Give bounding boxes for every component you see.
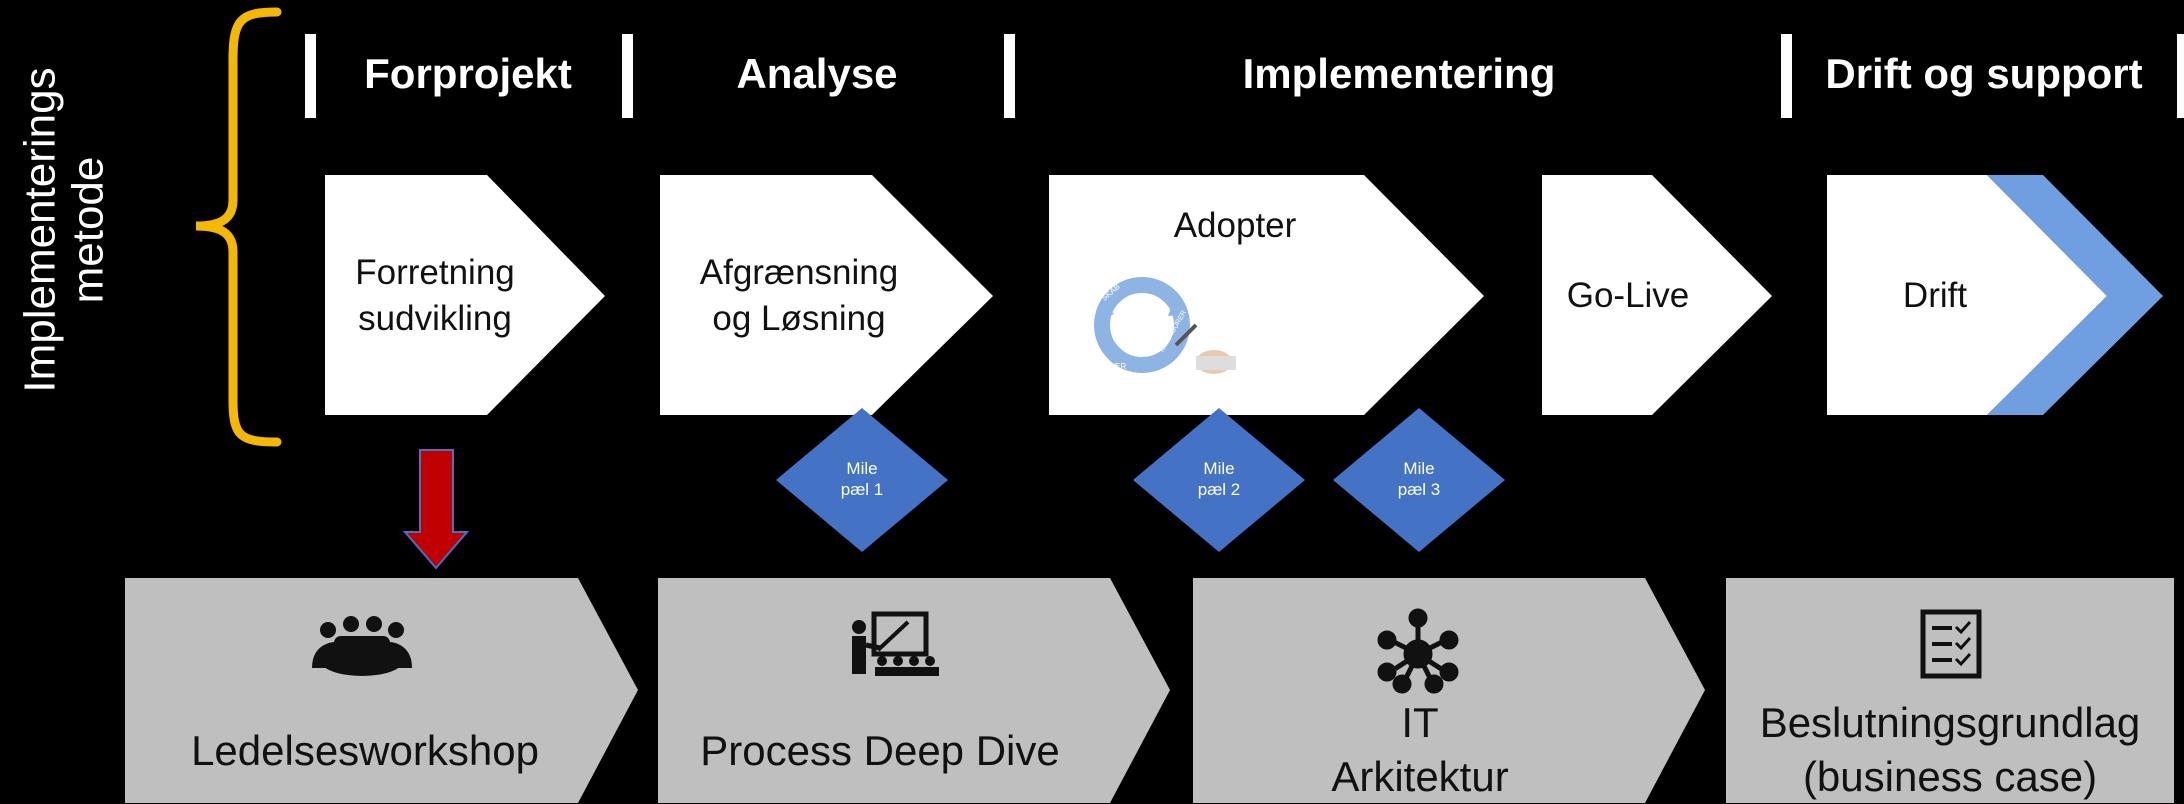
step-forretning-line1: Forretning xyxy=(355,253,515,292)
phase-separator xyxy=(1781,34,1792,118)
step-drift: Drift xyxy=(1902,276,1968,315)
step-forretning: Forretning sudvikling xyxy=(330,250,540,342)
milestone-1-shape xyxy=(776,408,948,552)
card-it-line2: Arkitektur xyxy=(1331,753,1509,800)
checklist-icon xyxy=(1920,609,1982,679)
step-afgraensning: Afgrænsning og Løsning xyxy=(674,250,924,342)
card-it-line1: IT xyxy=(1401,699,1439,746)
milestone-3: Mile pæl 3 xyxy=(1369,458,1469,500)
milestone-2: Mile pæl 2 xyxy=(1169,458,1269,500)
side-label-line2: metode xyxy=(64,156,114,304)
step-golive: Go-Live xyxy=(1566,276,1690,315)
bracket xyxy=(195,7,282,447)
milestone-3-line1: Mile xyxy=(1403,459,1435,478)
milestone-1-line1: Mile xyxy=(846,459,878,478)
drift-chevron xyxy=(1987,175,2163,415)
step-afgraensning-line1: Afgrænsning xyxy=(699,253,899,292)
step-drift-shape xyxy=(1827,175,2107,415)
card-beslutning-line2: (business case) xyxy=(1802,753,2098,800)
milestone-3-line2: pæl 3 xyxy=(1397,480,1441,499)
card-beslutning-shape xyxy=(1726,578,2174,803)
phase-analyse: Analyse xyxy=(736,50,898,97)
milestone-2-shape xyxy=(1133,408,1305,552)
card-ledelse-shape xyxy=(125,578,638,803)
step-golive-shape xyxy=(1542,175,1772,415)
milestone-1: Mile pæl 1 xyxy=(812,458,912,500)
card-process: Process Deep Dive xyxy=(700,727,1060,774)
step-forretning-line2: sudvikling xyxy=(358,299,512,338)
team-meeting-icon xyxy=(312,616,412,676)
step-afgraensning-shape xyxy=(660,175,993,415)
step-forretning-shape xyxy=(325,175,605,415)
phase-separator xyxy=(1004,34,1015,118)
card-ledelse: Ledelsesworkshop xyxy=(191,727,539,774)
card-beslutning: Beslutningsgrundlag (business case) xyxy=(1726,696,2174,804)
phase-separator xyxy=(622,34,633,118)
side-label-line1: Implementerings xyxy=(16,67,66,393)
phase-drift-og-support: Drift og support xyxy=(1825,50,2143,97)
cycle-label-laer: LÆR xyxy=(1108,362,1127,371)
step-afgraensning-line2: og Løsning xyxy=(712,299,886,338)
cycle-illustration-icon xyxy=(1094,277,1236,374)
step-adopter: Adopter xyxy=(1173,206,1297,245)
milestone-2-line2: pæl 2 xyxy=(1197,480,1241,499)
milestone-1-line2: pæl 1 xyxy=(840,480,884,499)
card-it: IT Arkitektur xyxy=(1200,696,1640,804)
card-it-shape xyxy=(1193,578,1705,803)
phase-implementering: Implementering xyxy=(1242,50,1556,97)
phase-separator xyxy=(2177,34,2184,118)
presentation-icon xyxy=(852,611,939,676)
milestone-3-shape xyxy=(1333,408,1505,552)
card-beslutning-line1: Beslutningsgrundlag xyxy=(1759,699,2141,746)
milestone-2-line1: Mile xyxy=(1203,459,1235,478)
down-arrow xyxy=(402,449,470,570)
phase-separator xyxy=(305,34,316,118)
card-process-shape xyxy=(658,578,1170,803)
side-label: Implementerings metode xyxy=(10,0,120,460)
phase-forprojekt: Forprojekt xyxy=(364,50,572,97)
network-hub-icon xyxy=(1377,608,1459,694)
